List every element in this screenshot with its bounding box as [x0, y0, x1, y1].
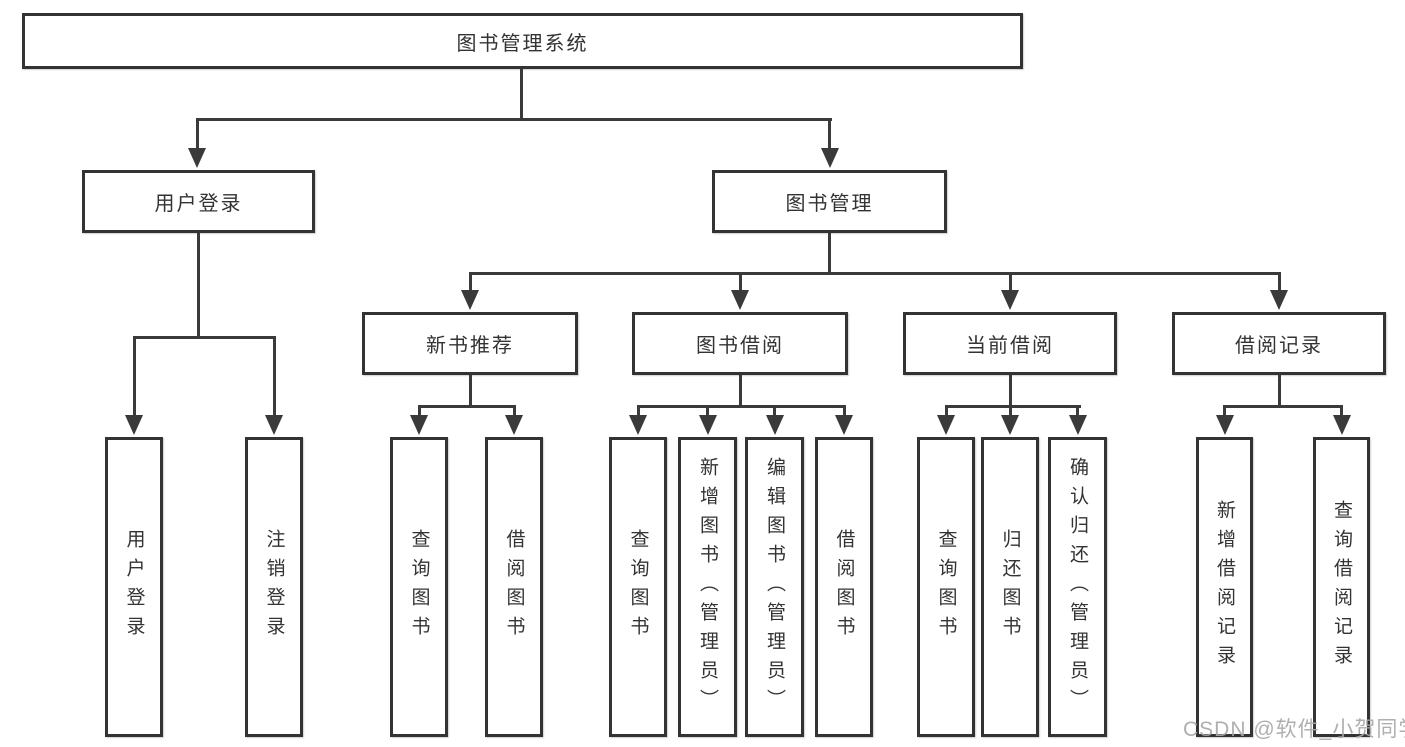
node-user-login-branch: 用户登录 — [82, 170, 315, 233]
connector-records-stem — [1277, 375, 1281, 405]
node-book-mgmt-branch: 图书管理 — [712, 170, 947, 233]
node-label: 归还图书 — [999, 529, 1021, 645]
connector-current-rail — [944, 405, 1081, 408]
connector-user-stem — [197, 233, 200, 336]
node-label: 图书借阅 — [696, 335, 784, 357]
connector-mgmt-rail — [468, 272, 1281, 275]
arrow-to-borrow-records — [1270, 272, 1288, 310]
node-label: 查询借阅记录 — [1331, 500, 1352, 674]
node-new-books: 新书推荐 — [362, 312, 578, 375]
arrow-to-user-login — [188, 118, 206, 168]
connector-root-rail — [195, 118, 832, 121]
node-root-label: 图书管理系统 — [456, 32, 589, 55]
node-leaf-add-borrow-record: 新增借阅记录 — [1196, 437, 1253, 737]
node-leaf-query-borrow-record: 查询借阅记录 — [1313, 437, 1370, 737]
arrow-to-leaf-query-record — [1332, 405, 1351, 435]
connector-bookborrow-stem — [738, 375, 742, 405]
node-label: 图书管理 — [785, 193, 874, 215]
node-leaf-logout: 注销登录 — [245, 437, 303, 737]
csdn-watermark: CSDN @软件_小贺同学 — [1183, 718, 1405, 741]
arrow-to-leaf-borrow-book-2 — [835, 405, 853, 435]
node-label: 查询图书 — [935, 529, 957, 645]
arrow-to-leaf-borrow-book-1 — [505, 405, 523, 435]
connector-bookborrow-rail — [636, 405, 846, 408]
node-leaf-query-book-2: 查询图书 — [609, 437, 667, 737]
node-label: 查询图书 — [408, 529, 430, 645]
arrow-to-leaf-query-book-2 — [629, 405, 647, 435]
arrow-to-leaf-edit-book — [765, 405, 784, 435]
node-current-borrow: 当前借阅 — [903, 312, 1117, 375]
node-label: 当前借阅 — [966, 335, 1054, 357]
node-leaf-return-book: 归还图书 — [981, 437, 1039, 737]
arrow-to-leaf-user-login — [125, 336, 143, 435]
arrow-to-current-borrow — [1001, 272, 1019, 310]
node-label: 注销登录 — [263, 529, 285, 645]
node-root: 图书管理系统 — [22, 13, 1023, 69]
node-leaf-confirm-return-admin: 确认归还（管理员） — [1048, 437, 1107, 737]
connector-newbooks-stem — [468, 375, 472, 405]
arrow-to-leaf-add-record — [1215, 405, 1234, 435]
arrow-to-book-borrow — [731, 272, 749, 310]
arrow-to-book-mgmt — [820, 118, 839, 168]
arrow-to-leaf-logout — [265, 336, 283, 435]
node-label: 新增借阅记录 — [1214, 500, 1235, 674]
connector-newbooks-rail — [417, 405, 516, 408]
node-label: 新增图书（管理员） — [697, 456, 718, 718]
connector-root-stem — [519, 69, 523, 118]
connector-records-rail — [1223, 405, 1343, 408]
arrow-to-leaf-query-book-1 — [410, 405, 428, 435]
arrow-to-leaf-return-book — [1001, 405, 1019, 435]
node-leaf-edit-book-admin: 编辑图书（管理员） — [745, 437, 804, 737]
connector-current-stem — [1008, 375, 1012, 405]
node-label: 编辑图书（管理员） — [764, 456, 785, 718]
connector-user-rail — [132, 336, 276, 339]
node-leaf-query-book-1: 查询图书 — [390, 437, 448, 737]
node-label: 新书推荐 — [426, 335, 514, 357]
arrow-to-leaf-query-book-3 — [937, 405, 955, 435]
node-label: 确认归还（管理员） — [1067, 456, 1088, 718]
connector-mgmt-stem — [828, 233, 831, 272]
node-leaf-add-book-admin: 新增图书（管理员） — [678, 437, 737, 737]
node-label: 借阅图书 — [833, 529, 855, 645]
node-label: 用户登录 — [123, 529, 145, 645]
node-book-borrow: 图书借阅 — [632, 312, 848, 375]
node-borrow-records: 借阅记录 — [1172, 312, 1386, 375]
node-label: 借阅记录 — [1235, 335, 1323, 357]
node-leaf-query-book-3: 查询图书 — [917, 437, 975, 737]
node-label: 借阅图书 — [503, 529, 525, 645]
arrow-to-leaf-add-book — [698, 405, 717, 435]
arrow-to-new-books — [461, 272, 479, 310]
node-label: 用户登录 — [154, 193, 243, 215]
node-leaf-user-login: 用户登录 — [105, 437, 163, 737]
node-leaf-borrow-book-1: 借阅图书 — [485, 437, 543, 737]
arrow-to-leaf-confirm-return — [1068, 405, 1087, 435]
node-leaf-borrow-book-2: 借阅图书 — [815, 437, 873, 737]
node-label: 查询图书 — [627, 529, 649, 645]
